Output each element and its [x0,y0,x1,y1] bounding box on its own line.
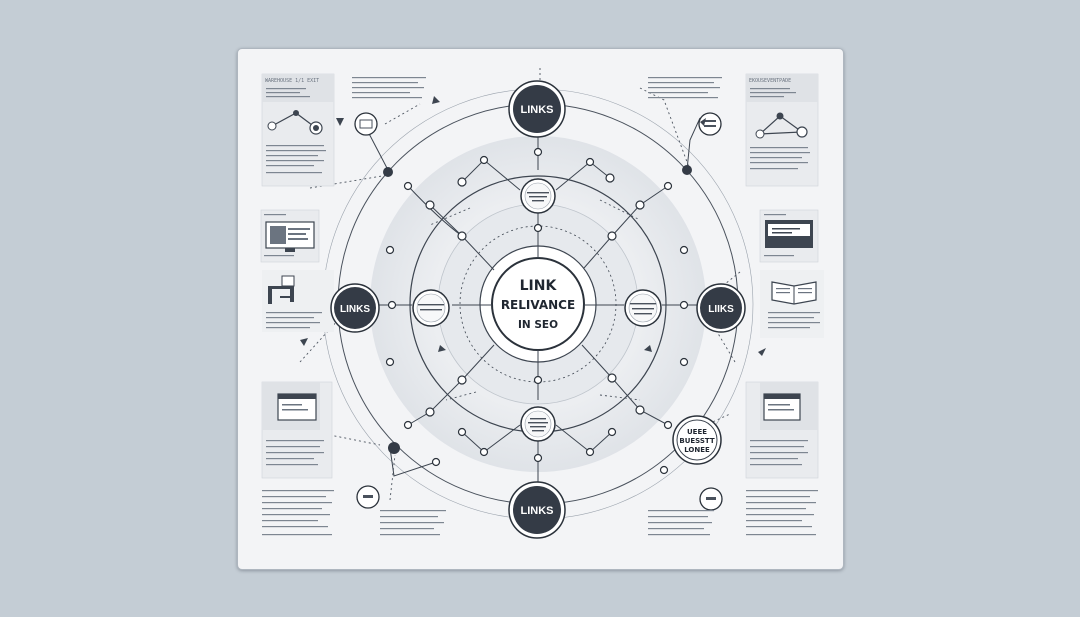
links-node-right-label: LIIKS [708,304,734,315]
badge-line-3: LONEE [684,446,710,454]
card-left-browser [261,381,333,479]
links-node-bottom-label: LINKS [521,505,554,517]
links-node-bottom: LINKS [508,481,566,539]
center-title-line-3: IN SEO [518,319,558,331]
mid-nodes [412,178,662,442]
links-node-top-label: LINKS [521,104,554,116]
center-title-line-2: RELIVANCE [501,298,575,312]
badge-line-2: BUESSTT [679,437,715,445]
card-top-mid-left [352,77,426,99]
card-left-monitor [260,209,320,263]
card-right-browser [745,381,819,479]
links-node-left-label: LINKS [340,304,370,315]
badge-line-1: UEEE [687,428,707,436]
chain-dots [385,147,689,475]
card-left-signpost [262,270,334,332]
links-node-left: LINKS [330,283,380,333]
bottom-text-blocks [262,490,818,536]
card-top-left-title: WAREHOUSE 1/1 EXIT [265,78,319,84]
arrow-ticks [300,96,766,356]
card-top-left: WAREHOUSE 1/1 EXIT [261,73,335,187]
card-right-monitor [759,209,819,263]
center-title-line-1: LINK [520,278,558,294]
dark-dots [383,165,692,454]
links-node-right: LIIKS [696,283,746,333]
outer-icon-glyphs [359,119,716,500]
card-top-right-title: EKOUSEVENTPADE [749,78,791,84]
center-hub: LINK RELIVANCE IN SEO [501,278,575,331]
card-top-mid-right [648,77,722,99]
badge-node: UEEE BUESSTT LONEE [672,415,722,465]
card-right-book [760,270,824,338]
links-node-top: LINKS [508,80,566,138]
card-top-right: EKOUSEVENTPADE [745,73,819,187]
